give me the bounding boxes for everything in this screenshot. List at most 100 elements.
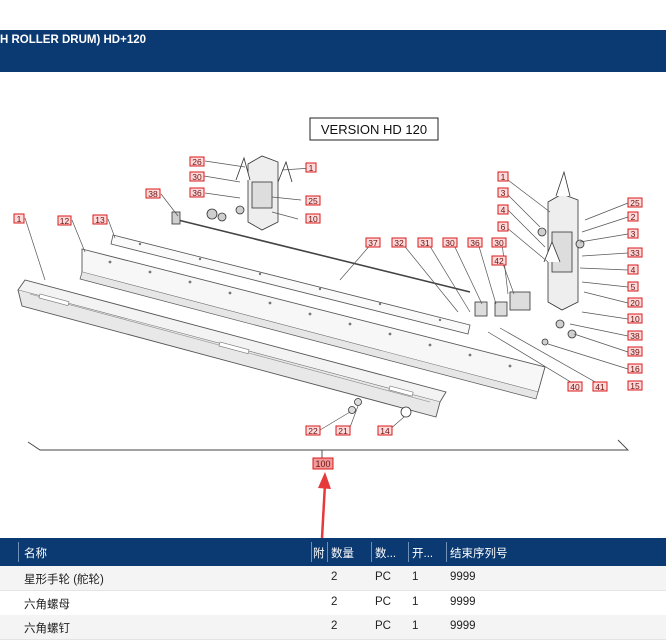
svg-text:100: 100 xyxy=(315,459,330,469)
svg-text:26: 26 xyxy=(192,157,202,167)
svg-text:25: 25 xyxy=(630,198,640,208)
svg-text:VERSION HD 120: VERSION HD 120 xyxy=(321,122,427,137)
svg-text:30: 30 xyxy=(192,172,202,182)
svg-text:22: 22 xyxy=(308,426,318,436)
callout-label: 1 xyxy=(497,171,509,182)
callout-label: 26 xyxy=(189,156,205,167)
svg-text:36: 36 xyxy=(470,238,480,248)
svg-text:3: 3 xyxy=(501,188,506,198)
plate-part-12 xyxy=(79,248,546,400)
svg-text:3: 3 xyxy=(631,229,636,239)
svg-text:37: 37 xyxy=(368,238,378,248)
parts-table-header: 名称 附 数量 数... 开... 结束序列号 xyxy=(0,538,666,566)
cell-quantity: 2 xyxy=(331,620,338,632)
svg-text:25: 25 xyxy=(308,196,318,206)
rail-part-1 xyxy=(17,279,447,418)
svg-text:31: 31 xyxy=(420,238,430,248)
leader-lines xyxy=(24,160,629,431)
callout-label: 15 xyxy=(627,380,643,391)
table-row[interactable]: 星形手轮 (舵轮) 2 PC 1 9999 xyxy=(0,566,666,591)
callout-label: 2 xyxy=(627,211,639,222)
cell-quantity: 2 xyxy=(331,596,338,608)
callout-label: 31 xyxy=(417,237,433,248)
column-header-attachment[interactable]: 附 xyxy=(313,548,325,560)
callout-label: 32 xyxy=(391,237,407,248)
fastener-parts xyxy=(348,398,412,418)
svg-text:2: 2 xyxy=(631,212,636,222)
callout-label: 5 xyxy=(627,281,639,292)
svg-text:33: 33 xyxy=(630,248,640,258)
callout-label: 4 xyxy=(497,204,509,215)
table-row[interactable]: 六角螺钉 2 PC 1 9999 xyxy=(0,615,666,640)
svg-text:40: 40 xyxy=(570,382,580,392)
page-title: H ROLLER DRUM) HD+120 xyxy=(0,34,147,46)
svg-text:14: 14 xyxy=(380,426,390,436)
callout-label: 42 xyxy=(491,255,507,266)
svg-text:1: 1 xyxy=(309,163,314,173)
cell-unit: PC xyxy=(375,596,391,608)
callout-label: 38 xyxy=(145,188,161,199)
cell-name: 星形手轮 (舵轮) xyxy=(24,574,104,586)
callout-label: 33 xyxy=(627,247,643,258)
svg-text:4: 4 xyxy=(501,205,506,215)
left-bracket-assembly xyxy=(171,155,293,231)
column-header-end-serial[interactable]: 结束序列号 xyxy=(450,548,508,560)
callout-label: 41 xyxy=(592,381,608,392)
svg-text:12: 12 xyxy=(60,216,70,226)
column-header-quantity[interactable]: 数量 xyxy=(331,548,354,560)
callout-label: 3 xyxy=(497,187,509,198)
svg-text:32: 32 xyxy=(394,238,404,248)
cell-quantity: 2 xyxy=(331,571,338,583)
cell-end-serial: 9999 xyxy=(450,596,476,608)
column-header-start-serial[interactable]: 开... xyxy=(412,548,434,560)
assembly-label-100[interactable]: 100 xyxy=(312,457,334,470)
cell-end-serial: 9999 xyxy=(450,620,476,632)
svg-text:16: 16 xyxy=(630,364,640,374)
callout-label: 1 xyxy=(13,213,25,224)
cell-start-serial: 1 xyxy=(412,571,419,583)
svg-text:4: 4 xyxy=(631,265,636,275)
cell-end-serial: 9999 xyxy=(450,571,476,583)
cell-unit: PC xyxy=(375,620,391,632)
callout-label: 36 xyxy=(189,187,205,198)
svg-text:41: 41 xyxy=(595,382,605,392)
column-header-unit[interactable]: 数... xyxy=(375,548,397,560)
table-row[interactable]: 六角螺母 2 PC 1 9999 xyxy=(0,591,666,616)
callout-label: 10 xyxy=(627,313,643,324)
cell-name: 六角螺钉 xyxy=(24,623,70,635)
title-bar: H ROLLER DRUM) HD+120 xyxy=(0,30,666,72)
callout-label: 30 xyxy=(442,237,458,248)
callout-label: 3 xyxy=(627,228,639,239)
svg-text:30: 30 xyxy=(494,238,504,248)
top-bar xyxy=(0,0,666,31)
callout-label: 20 xyxy=(627,297,643,308)
callout-label: 13 xyxy=(92,214,108,225)
callout-label: 12 xyxy=(57,215,72,226)
svg-text:39: 39 xyxy=(630,347,640,357)
callout-label: 37 xyxy=(365,237,381,248)
svg-text:6: 6 xyxy=(501,222,506,232)
red-arrow-icon xyxy=(318,472,331,539)
svg-text:5: 5 xyxy=(631,282,636,292)
callout-label: 1 xyxy=(305,162,317,173)
svg-text:10: 10 xyxy=(630,314,640,324)
svg-text:21: 21 xyxy=(338,426,348,436)
callout-label: 14 xyxy=(377,425,393,436)
cell-name: 六角螺母 xyxy=(24,599,70,611)
svg-text:10: 10 xyxy=(308,214,318,224)
diagram-canvas: VERSION HD 120 xyxy=(13,117,643,539)
svg-text:15: 15 xyxy=(630,381,640,391)
svg-text:36: 36 xyxy=(192,188,202,198)
callout-label: 38 xyxy=(627,330,643,341)
callout-label: 25 xyxy=(305,195,321,206)
exploded-parts-diagram: VERSION HD 120 xyxy=(0,72,666,539)
cell-unit: PC xyxy=(375,571,391,583)
svg-text:20: 20 xyxy=(630,298,640,308)
svg-text:42: 42 xyxy=(494,256,504,266)
column-header-name[interactable]: 名称 xyxy=(24,548,47,560)
svg-text:38: 38 xyxy=(630,331,640,341)
shaft-part-37 xyxy=(177,219,471,293)
callout-label: 22 xyxy=(305,425,321,436)
right-bracket-assembly xyxy=(474,170,585,346)
callout-label: 30 xyxy=(491,237,507,248)
